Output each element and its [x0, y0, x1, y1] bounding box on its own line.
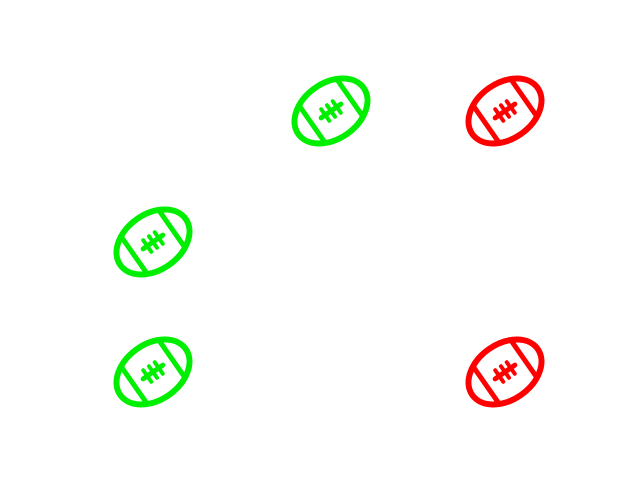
football-green-1 [286, 66, 376, 156]
football-red-1 [460, 66, 550, 156]
football-red-2 [460, 327, 550, 417]
football-green-3 [108, 327, 198, 417]
football-green-2 [108, 197, 198, 287]
